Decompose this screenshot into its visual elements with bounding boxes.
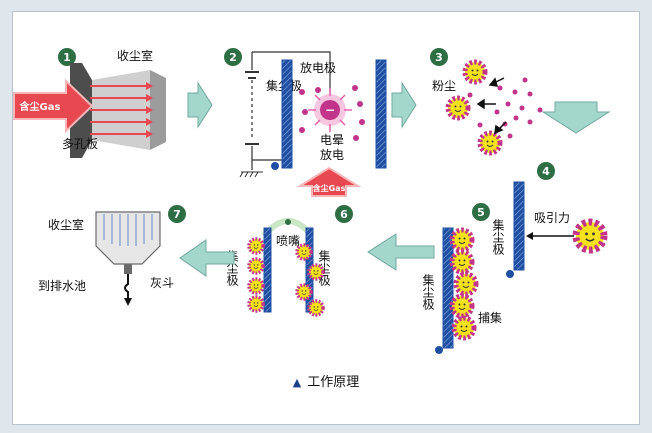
corona-label: 电晕 [320,133,344,147]
hopper-plates [103,214,153,246]
step4-group: 4 集尘极 吸引力 [491,162,604,278]
flow-arrow-2-3 [391,81,417,129]
collector-label-5: 集尘极 [421,273,435,310]
captured-dust [454,318,474,338]
ground-symbol [239,171,263,178]
step-marker-2 [224,48,242,66]
discharge-electrode-label: 放电极 [300,60,336,75]
dust-particle [465,62,485,82]
negative-charge-symbol: − [325,103,335,117]
dust-gas-label-2: 含尘Gas [313,183,346,193]
step-marker-6 [335,205,353,223]
dust-chamber-label: 收尘室 [117,48,153,63]
dust-gas-inlet-arrow [13,78,94,134]
charge-particles-2 [299,85,365,141]
step-marker-3 [430,48,448,66]
perforated-plate-label: 多孔板 [62,137,98,151]
collector-plate-4 [513,181,525,271]
washed-dust-left [247,237,265,313]
drain-line [124,274,129,300]
step7-group: 7 收尘室 灰斗 到排水池 [38,205,186,306]
electrode-end [271,162,279,170]
caption-triangle-icon: ▲ [292,376,302,389]
step-marker-5 [472,203,490,221]
step3-group: 3 粉尘 [430,48,543,153]
step-number-4: 4 [542,165,550,178]
step5-group: 5 集尘极 捕集 [421,203,502,354]
step-number-7: 7 [173,208,181,221]
flow-arrow-6-7 [179,239,235,277]
captured-dust [452,230,472,250]
flow-arrow-3-4 [541,101,611,134]
step-number-2: 2 [229,51,237,64]
step-marker-4 [537,162,555,180]
captured-dust [452,252,472,272]
caption-text: 工作原理 [307,375,360,390]
step1-group: 1 收尘室 含尘Gas 多孔板 [13,48,166,158]
flow-arrow-1-2 [187,81,213,129]
nozzle-label: 喷嘴 [276,234,300,248]
collector-plate-6-left [263,227,272,313]
attraction-label: 吸引力 [534,211,570,225]
attraction-arrow [526,232,533,240]
flow-arrow-5-6 [367,233,435,271]
captured-dust [456,274,476,294]
attraction-arrows-3 [476,77,507,135]
capture-label: 捕集 [478,310,502,325]
step-marker-1 [58,48,76,66]
captured-dust [452,296,472,316]
collector-label-4: 集尘极 [491,218,505,255]
dust-particle [448,98,468,118]
step-number-5: 5 [477,206,485,219]
step-marker-7 [168,205,186,223]
power-wire [252,51,331,95]
step-number-3: 3 [435,51,443,64]
dust-label: 粉尘 [432,79,456,93]
collector-plate-2-right [375,59,387,169]
hopper-label: 灰斗 [150,276,174,290]
charge-particles-3 [467,77,543,139]
discharge-label: 放电 [320,147,344,162]
nozzle-icon [285,219,291,225]
dust-particle [480,133,500,153]
step6-group: 6 喷嘴 集尘极 集尘极 [225,205,353,317]
hopper-outlet [124,264,132,274]
chamber-wall [150,70,166,150]
collector-plate-2-left [281,59,293,169]
dust-gas-arrow-2 [296,166,362,197]
dust-chamber-label-7: 收尘室 [48,217,84,232]
step2-group: 2 集尘极 放电极 [224,48,387,197]
collector-plate-5 [442,227,454,349]
gas-flow-arrowheads [146,82,153,138]
gas-flow-lines [90,85,146,135]
dust-gas-label-1: 含尘Gas [20,100,61,113]
corona-emitter: − [308,88,352,132]
figure-caption: ▲ 工作原理 [0,371,652,390]
drain-label: 到排水池 [38,279,86,293]
step-number-1: 1 [63,51,71,64]
dust-particle [576,222,604,250]
step-number-6: 6 [340,208,348,221]
